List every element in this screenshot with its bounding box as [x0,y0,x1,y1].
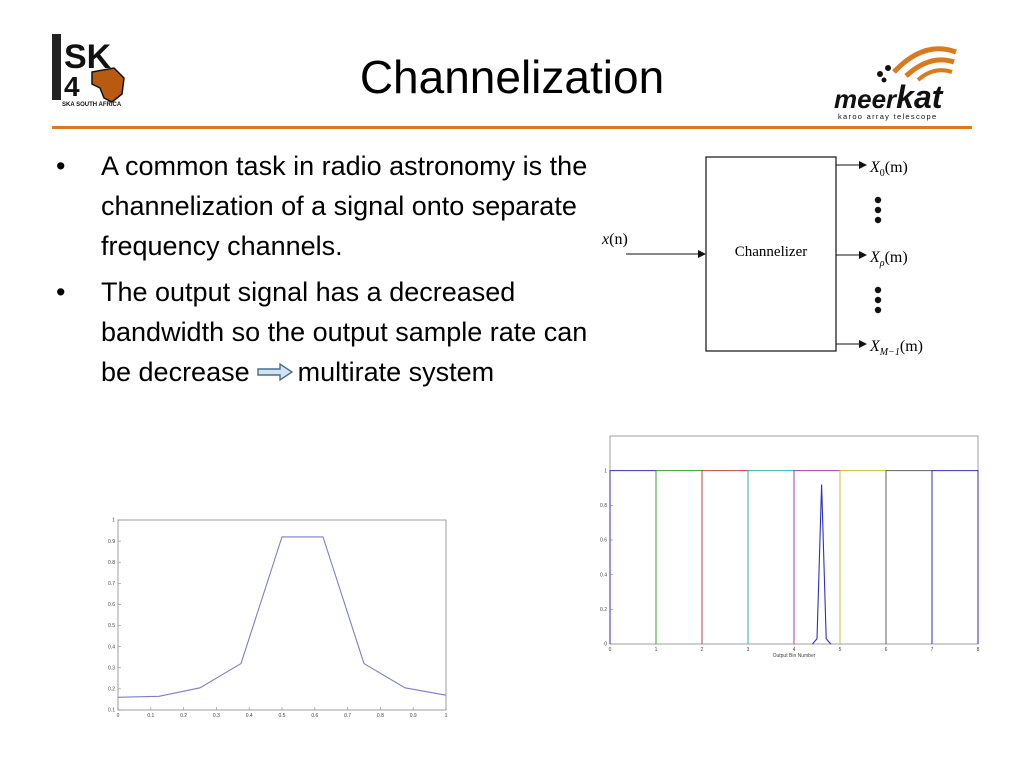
x-tick-label: 0.6 [311,713,318,719]
x-tick-label: 0.5 [279,713,286,719]
bullet-text: A common task in radio astronomy is the … [101,151,588,261]
y-tick-label: 0.8 [108,560,115,566]
x-tick-label: 1 [445,713,448,719]
x-tick-label: 0.4 [246,713,253,719]
bullet-text: multirate system [297,357,495,387]
x-tick-label: 4 [793,647,796,653]
channelizer-label: Channelizer [735,244,807,260]
channel-band [885,470,933,644]
x-tick-label: 0.7 [344,713,351,719]
channelizer-block [705,156,837,352]
x-axis-label: Output Bin Number [773,653,816,659]
logo-side-bar [52,34,61,100]
ellipsis-dot [874,216,882,224]
y-tick-label: 1 [604,468,607,474]
x-tick-label: 8 [977,647,980,653]
x-tick-label: 0.1 [147,713,154,719]
channel-band [747,470,795,644]
x-tick-label: 0.9 [410,713,417,719]
output-label-p: Xρ(m) [869,249,908,269]
output-label-0: X0(m) [869,159,908,179]
y-tick-label: 0.8 [600,503,607,509]
y-tick-label: 0.9 [108,539,115,545]
arc-icon [916,68,953,82]
x-tick-label: 5 [839,647,842,653]
x-tick-label: 7 [931,647,934,653]
ellipsis-dot [874,196,882,204]
series-line [811,484,832,645]
x-tick-label: 1 [655,647,658,653]
channel-band [839,470,887,644]
channel-band [931,470,979,644]
dot-icon [877,71,883,77]
y-tick-label: 0.1 [108,708,115,714]
y-tick-label: 0.6 [108,602,115,608]
arrow-right-icon [256,362,293,382]
x-tick-label: 2 [701,647,704,653]
bullet-icon: • [56,277,66,307]
bullet-item: • The output signal has a decreased band… [56,272,596,392]
y-tick-label: 0.2 [108,687,115,693]
y-tick-label: 0.7 [108,581,115,587]
bullet-list: • A common task in radio astronomy is th… [56,146,596,398]
bullet-item: • A common task in radio astronomy is th… [56,146,596,266]
y-tick-label: 0.3 [108,665,115,671]
channel-band [701,470,749,644]
input-label: x(n) [601,231,628,248]
channel-band [609,470,657,644]
channel-band [655,470,703,644]
y-tick-label: 0.4 [600,572,607,578]
arc-icon [904,57,955,78]
output-label-m: XM−1(m) [869,338,923,358]
logo-tagline: karoo array telescope [838,112,937,121]
ellipsis-dot [874,206,882,214]
series-line [117,536,447,698]
arc-icon [892,46,957,74]
dot-icon [885,65,891,71]
meerkat-logo: meerkat karoo array telescope [834,46,957,121]
y-tick-label: 0.5 [108,623,115,629]
ellipsis-dot [874,286,882,294]
channelizer-diagram: Channelizer x(n) X0(m) Xρ(m) XM−1(m) [601,156,923,358]
x-tick-label: 0.2 [180,713,187,719]
logo-four-glyph: 4 [64,71,80,102]
y-tick-label: 0.2 [600,607,607,613]
x-tick-label: 0.8 [377,713,384,719]
y-tick-label: 0 [604,642,607,648]
x-tick-label: 0 [609,647,612,653]
plot-frame [117,519,447,711]
x-tick-label: 0.3 [213,713,220,719]
africa-icon [91,67,125,103]
bullet-text: The output signal has a decreased bandwi… [101,277,588,387]
logo-sub-text: SKA SOUTH AFRICA [62,102,122,108]
y-tick-label: 1 [112,518,115,524]
logo-meer-text: meerkat [834,79,944,115]
ska-south-africa-logo: SK 4 SKA SOUTH AFRICA [52,34,125,108]
title-divider [52,126,972,129]
ellipsis-dot [874,306,882,314]
y-tick-label: 0.4 [108,644,115,650]
bullet-icon: • [56,151,66,181]
x-tick-label: 0 [117,713,120,719]
channel-band [793,470,841,644]
y-tick-label: 0.6 [600,538,607,544]
x-tick-label: 3 [747,647,750,653]
ellipsis-dot [874,296,882,304]
dot-icon [881,77,887,83]
x-tick-label: 6 [885,647,888,653]
page-title: Channelization [359,51,665,103]
